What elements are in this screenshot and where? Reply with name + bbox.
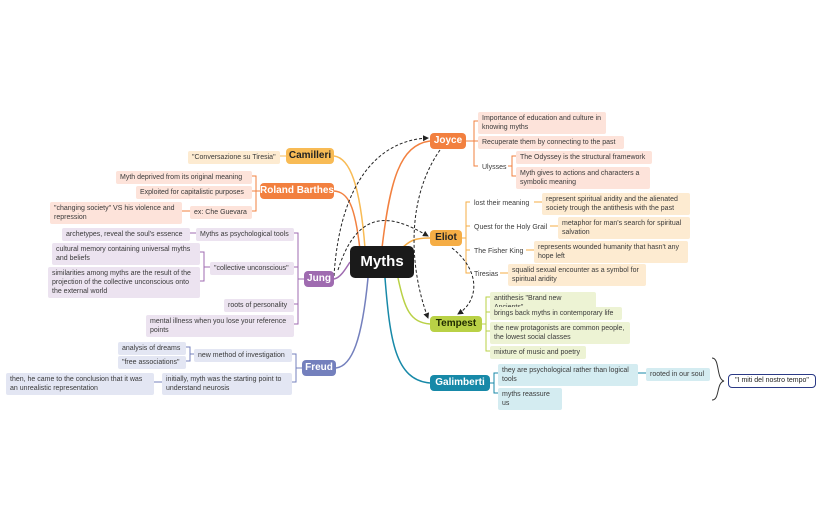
jung-archetypes[interactable]: archetypes, reveal the soul's essence [62, 228, 190, 241]
eliot-fisher-detail[interactable]: represents wounded humanity that hasn't … [534, 241, 688, 263]
eliot-lost[interactable]: lost their meaning [474, 200, 530, 207]
tempest-mixture[interactable]: mixture of music and poetry [490, 346, 586, 359]
eliot-grail[interactable]: Quest for the Holy Grail [474, 224, 548, 231]
eliot-tiresias-detail[interactable]: squalid sexual encounter as a symbol for… [508, 264, 646, 286]
jung-memory[interactable]: cultural memory containing universal myt… [52, 243, 200, 265]
tempest-brings[interactable]: brings back myths in contemporary life [490, 307, 622, 320]
joyce-odyssey[interactable]: The Odyssey is the structural framework [516, 151, 652, 164]
barthes-example[interactable]: ex: Che Guevara [190, 206, 252, 219]
freud-initially[interactable]: initially, myth was the starting point t… [162, 373, 292, 395]
galimberti-reassure[interactable]: myths reassure us [498, 388, 562, 410]
topic-jung[interactable]: Jung [304, 271, 334, 287]
jung-illness[interactable]: mental illness when you lose your refere… [146, 315, 294, 337]
camilleri-conversazione[interactable]: "Conversazione su Tiresia" [188, 151, 280, 164]
freud-method[interactable]: new method of investigation [194, 349, 292, 362]
topic-roland-barthes[interactable]: Roland Barthes [260, 183, 334, 199]
barthes-deprived[interactable]: Myth deprived from its original meaning [116, 171, 252, 184]
galimberti-psychological[interactable]: they are psychological rather than logic… [498, 364, 638, 386]
topic-freud[interactable]: Freud [302, 360, 336, 376]
topic-joyce[interactable]: Joyce [430, 133, 466, 149]
eliot-fisher-king[interactable]: The Fisher King [474, 248, 524, 255]
joyce-actions[interactable]: Myth gives to actions and characters a s… [516, 167, 650, 189]
topic-eliot[interactable]: Eliot [430, 230, 462, 246]
jung-similarities[interactable]: similarities among myths are the result … [48, 267, 200, 298]
jung-tools[interactable]: Myths as psychological tools [196, 228, 294, 241]
joyce-ulysses[interactable]: Ulysses [482, 164, 507, 171]
tempest-protagonists[interactable]: the new protagonists are common people, … [490, 322, 630, 344]
joyce-recuperate[interactable]: Recuperate them by connecting to the pas… [478, 136, 624, 149]
eliot-lost-detail[interactable]: represent spiritual aridity and the alie… [542, 193, 690, 215]
barthes-exploited[interactable]: Exploited for capitalistic purposes [136, 186, 252, 199]
jung-collective[interactable]: "collective unconscious" [210, 262, 294, 275]
topic-camilleri[interactable]: Camilleri [286, 148, 334, 164]
central-topic[interactable]: Myths [350, 246, 414, 278]
eliot-tiresias[interactable]: Tiresias [474, 271, 499, 278]
joyce-education[interactable]: Importance of education and culture in k… [478, 112, 606, 134]
freud-conclusion[interactable]: then, he came to the conclusion that it … [6, 373, 154, 395]
summary-book-title[interactable]: "I miti del nostro tempo" [728, 374, 816, 388]
topic-galimberti[interactable]: Galimberti [430, 375, 490, 391]
freud-associations[interactable]: "free associations" [118, 356, 186, 369]
topic-tempest[interactable]: Tempest [430, 316, 482, 332]
freud-dreams[interactable]: analysis of dreams [118, 342, 186, 355]
jung-roots[interactable]: roots of personality [224, 299, 294, 312]
galimberti-rooted[interactable]: rooted in our soul [646, 368, 710, 381]
barthes-changing[interactable]: "changing society" VS his violence and r… [50, 202, 182, 224]
eliot-grail-detail[interactable]: metaphor for man's search for spiritual … [558, 217, 690, 239]
